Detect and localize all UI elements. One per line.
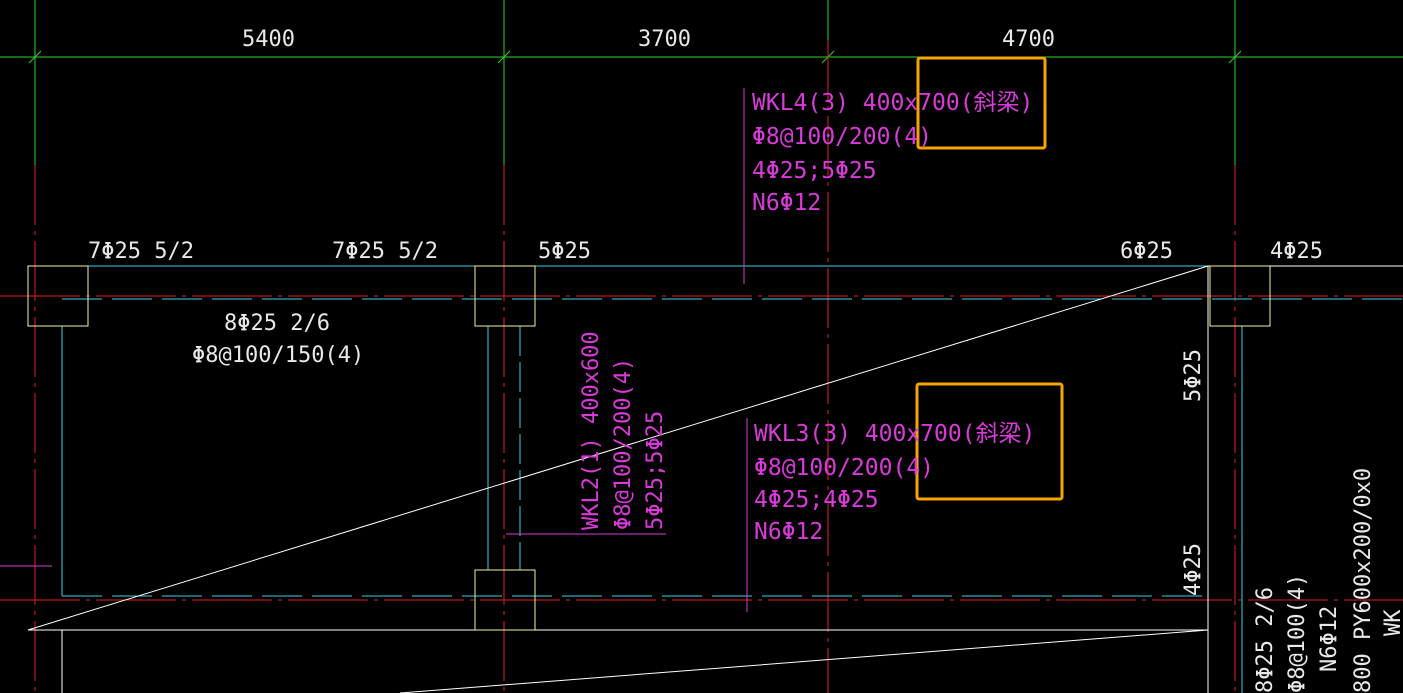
rebar-label: 7Φ25 5/2 — [88, 239, 194, 264]
rebar-label: Φ8@100/150(4) — [192, 343, 364, 368]
column — [27, 265, 89, 327]
rebar-label: 7Φ25 5/2 — [332, 239, 438, 264]
wkl4-annotation: WKL4(3) 400x700(斜梁) Φ8@100/200(4) 4Φ25;5… — [752, 90, 1033, 216]
tick — [1228, 50, 1242, 64]
axis-grid — [0, 0, 1403, 165]
tick — [28, 50, 42, 64]
beam-label: WKL2(1) 400x600 — [579, 331, 604, 530]
beam-label: Φ8@100/200(4) — [752, 124, 932, 150]
rebar-top-labels: 7Φ25 5/2 7Φ25 5/2 5Φ25 6Φ25 4Φ25 — [88, 239, 1323, 264]
rebar-label: 800 PY600x200/0x0 — [1351, 468, 1376, 693]
dimension-label: 3700 — [638, 27, 691, 52]
dimension-label: 5400 — [242, 27, 295, 52]
beam-label: N6Φ12 — [754, 519, 823, 545]
rebar-label: 4Φ25 — [1270, 239, 1323, 264]
column — [474, 569, 536, 631]
rebar-label: 5Φ25 — [1181, 349, 1206, 402]
column — [1209, 265, 1271, 327]
centerlines — [0, 40, 1403, 693]
column — [474, 265, 536, 327]
dimension-labels: 5400 3700 4700 — [242, 27, 1055, 52]
diagonal-beam-lower — [399, 629, 1209, 693]
wkl3-annotation: WKL3(3) 400x700(斜梁) Φ8@100/200(4) 4Φ25;4… — [754, 421, 1035, 545]
beam-label: 5Φ25;5Φ25 — [643, 411, 668, 530]
dimension-label: 4700 — [1002, 27, 1055, 52]
tick — [497, 50, 511, 64]
rebar-label: 6Φ25 — [1120, 239, 1173, 264]
highlight-box-wkl4 — [916, 56, 1047, 150]
rebar-side-labels: 5Φ25 4Φ25 — [1181, 349, 1206, 596]
highlight-boxes — [915, 56, 1064, 501]
rebar-label: N6Φ12 — [1317, 606, 1342, 672]
rebar-label: 8Φ25 2/6 — [224, 311, 330, 336]
rebar-label: 4Φ25 — [1181, 543, 1206, 596]
span-left-labels: 8Φ25 2/6 Φ8@100/150(4) — [192, 311, 364, 368]
rebar-label: Φ8@100(4) — [1285, 574, 1310, 693]
rebar-label: 8Φ25 2/6 — [1253, 587, 1278, 693]
beam-label: Φ8@100/200(4) — [611, 358, 636, 530]
diagonal-beam — [27, 265, 1209, 631]
columns — [27, 265, 1271, 631]
beam-label: N6Φ12 — [752, 190, 821, 216]
highlight-box-wkl3 — [915, 382, 1064, 501]
beam-label: Φ8@100/200(4) — [754, 455, 934, 481]
rebar-label: 5Φ25 — [538, 239, 591, 264]
beam-label: 4Φ25;5Φ25 — [752, 158, 877, 184]
rebar-label: WK — [1381, 609, 1403, 636]
leader-lines — [0, 88, 748, 612]
beam-label: WKL3(3) 400x700(斜梁) — [754, 421, 1035, 447]
wkl2-annotation: WKL2(1) 400x600 Φ8@100/200(4) 5Φ25;5Φ25 — [579, 331, 668, 530]
beam-edges — [28, 265, 1403, 693]
right-bottom-labels: 8Φ25 2/6 Φ8@100(4) N6Φ12 800 PY600x200/0… — [1253, 468, 1403, 693]
beam-label: WKL4(3) 400x700(斜梁) — [752, 90, 1033, 116]
beam-label: 4Φ25;4Φ25 — [754, 487, 879, 513]
